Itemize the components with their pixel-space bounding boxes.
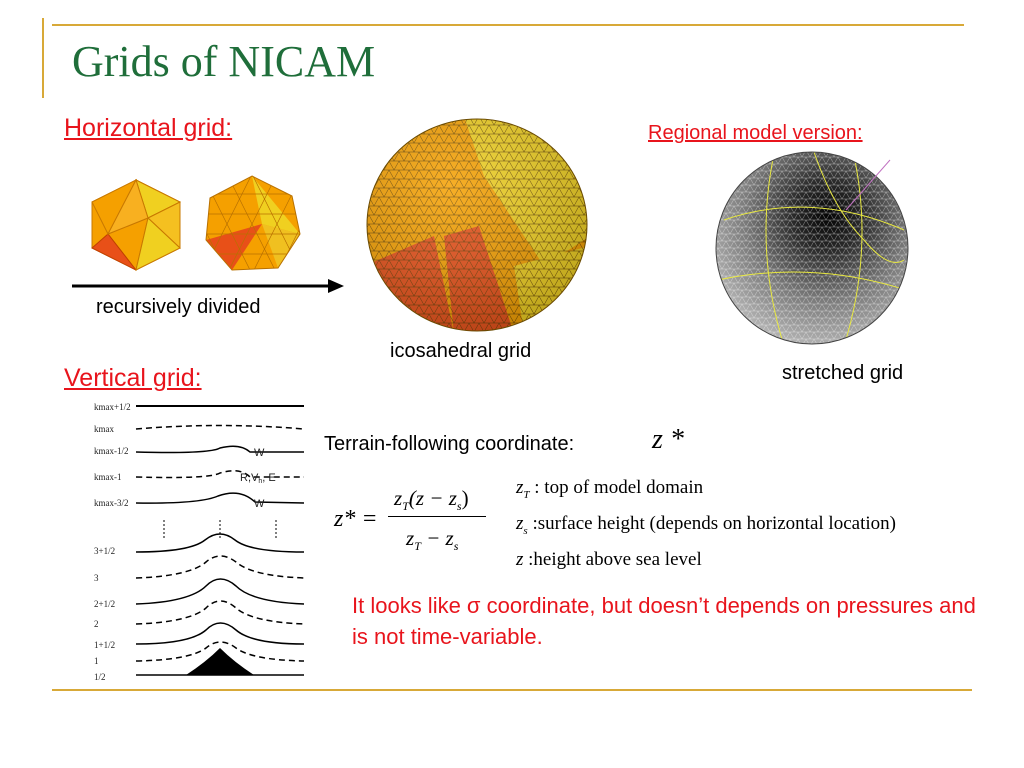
stretched-grid-caption: stretched grid xyxy=(782,362,904,384)
vertical-grid-heading: Vertical grid: xyxy=(64,364,202,392)
level-label: 1 xyxy=(94,656,99,666)
top-rule xyxy=(52,24,964,26)
level-label: 1/2 xyxy=(94,672,106,682)
level-label: kmax-1 xyxy=(94,472,122,482)
stretched-grid-image xyxy=(715,151,909,345)
level-label: kmax+1/2 xyxy=(94,402,131,412)
formula-lhs: z* = xyxy=(334,506,378,532)
level-label: kmax-1/2 xyxy=(94,446,129,456)
recursively-divided-caption: recursively divided xyxy=(96,296,261,318)
fraction-bar xyxy=(388,516,486,517)
icosahedral-sphere-image xyxy=(366,118,588,332)
formula-denominator: zT − zs xyxy=(406,526,459,554)
formula-numerator: zT(z − zs) xyxy=(394,486,469,514)
vertical-grid-diagram: kmax+1/2 kmax kmax-1/2 kmax-1 kmax-3/2 3… xyxy=(94,402,305,682)
w-marker-upper: W xyxy=(254,447,265,459)
icosahedron-image xyxy=(91,178,182,272)
horizontal-grid-heading: Horizontal grid: xyxy=(64,114,233,142)
level-label: kmax-3/2 xyxy=(94,498,129,508)
level-label: 3+1/2 xyxy=(94,546,115,556)
w-marker-lower: W xyxy=(254,498,265,510)
level-label: 2 xyxy=(94,619,99,629)
left-rule xyxy=(42,18,44,98)
z-star-symbol: z * xyxy=(652,424,684,455)
level-label: kmax xyxy=(94,424,114,434)
recursion-arrow xyxy=(72,279,344,293)
bottom-rule xyxy=(52,689,972,691)
definition-z: z :height above sea level xyxy=(516,549,702,570)
subdivided-icosahedron-image xyxy=(205,175,301,271)
definition-zs: zs :surface height (depends on horizonta… xyxy=(516,513,896,537)
level-label: 3 xyxy=(94,573,99,583)
level-label: 2+1/2 xyxy=(94,599,115,609)
sigma-coordinate-note: It looks like σ coordinate, but doesn’t … xyxy=(352,593,976,649)
terrain-following-label: Terrain-following coordinate: xyxy=(324,433,575,455)
level-label: 1+1/2 xyxy=(94,640,115,650)
definition-zT: zT : top of model domain xyxy=(516,477,704,501)
slide-title: Grids of NICAM xyxy=(72,37,376,86)
rve-marker: R,Vh, E xyxy=(240,472,276,485)
regional-model-heading: Regional model version: xyxy=(648,122,863,144)
icosahedral-grid-caption: icosahedral grid xyxy=(390,340,532,362)
